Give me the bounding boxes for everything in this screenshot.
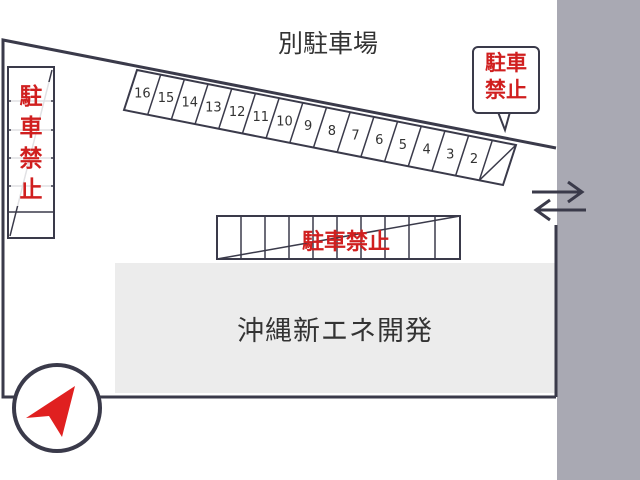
stall-number: 6	[375, 133, 383, 148]
stall-number: 12	[229, 105, 246, 120]
no-parking-char: 車	[11, 113, 51, 144]
right-arrow-icon	[532, 180, 585, 204]
callout-pointer	[496, 111, 512, 134]
no-parking-center-label: 駐車禁止	[301, 230, 390, 255]
stall-divider	[289, 102, 304, 144]
stall-divider	[170, 79, 186, 120]
stall-divider	[312, 107, 328, 148]
stall-divider	[478, 140, 494, 181]
no-parking-char: 禁	[11, 144, 51, 175]
stall-number: 7	[351, 129, 359, 144]
stall-divider	[360, 116, 375, 158]
no-parking-callout	[472, 46, 540, 114]
no-parking-callout-text: 駐車 禁止	[472, 50, 540, 104]
building-label: 沖縄新エネ開発	[237, 315, 433, 347]
stall-divider	[146, 74, 162, 115]
callout-line: 禁止	[485, 78, 527, 102]
stall-number: 2	[470, 152, 478, 167]
road	[557, 0, 640, 480]
compass	[12, 363, 102, 453]
stall-number: 15	[158, 91, 175, 106]
no-parking-char: 止	[11, 175, 51, 206]
stall-number: 5	[399, 138, 407, 153]
left-arrow-icon	[533, 198, 586, 222]
no-parking-vertical-label: 駐 車 禁 止	[11, 82, 51, 206]
stall-divider	[265, 97, 280, 139]
stall-divider	[383, 121, 399, 162]
north-arrow-icon	[26, 386, 75, 437]
stall-hatch	[478, 144, 517, 181]
stall-divider	[218, 88, 233, 129]
map-title: 別駐車場	[277, 29, 378, 58]
center-no-parking-area	[216, 215, 461, 260]
stall-number: 4	[422, 143, 430, 158]
stall-divider	[241, 93, 257, 134]
stall-divider	[454, 135, 470, 176]
no-parking-char: 駐	[11, 82, 51, 113]
stall-divider	[431, 130, 446, 172]
building	[115, 263, 555, 393]
stall-number: 14	[181, 96, 198, 111]
stall-number: 9	[304, 119, 312, 134]
stall-number: 3	[446, 147, 454, 162]
stall-divider	[407, 126, 422, 167]
stall-divider	[336, 111, 351, 153]
stall-number: 11	[253, 110, 270, 125]
stall-number: 8	[328, 124, 336, 139]
stall-number: 13	[205, 100, 222, 115]
lot-boundary	[1, 38, 557, 399]
stall-number: 16	[134, 86, 151, 101]
stall-number: 10	[276, 114, 293, 129]
callout-line: 駐車	[485, 51, 527, 75]
stall-divider	[194, 83, 209, 125]
